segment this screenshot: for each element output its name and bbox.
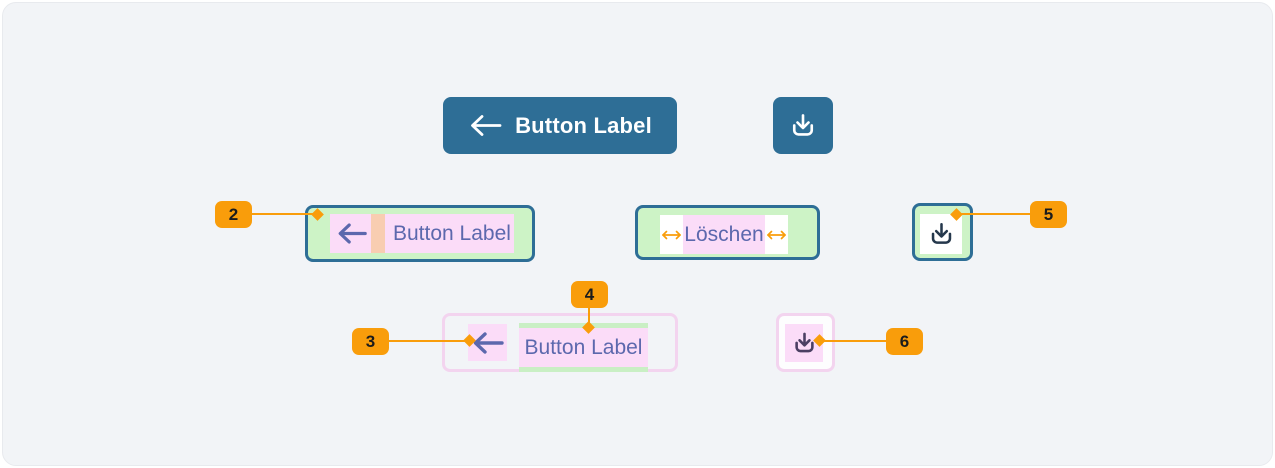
callout-line-3 [389, 340, 470, 342]
anatomy-icon-highlight [468, 324, 507, 361]
icon-button-example[interactable] [773, 97, 833, 154]
anatomy-min-padding-button: Löschen [635, 205, 820, 260]
horizontal-arrows-icon [767, 230, 786, 239]
horizontal-arrows-icon [662, 230, 681, 239]
right-padding-indicator [765, 215, 788, 254]
anatomy-content-area: Button Label [330, 214, 514, 253]
download-icon [931, 222, 951, 244]
primary-button-example[interactable]: Button Label [443, 97, 677, 154]
callout-line-6 [821, 340, 886, 342]
anatomy-min-padding-label: Löschen [684, 222, 764, 246]
arrow-left-icon [473, 331, 504, 354]
anatomy-label-area: Löschen [683, 215, 765, 254]
anatomy-label-detail-button: Button Label [442, 313, 678, 372]
arrow-left-icon [336, 221, 368, 246]
anatomy-icon-detail-button [776, 313, 835, 372]
detail-button-label: Button Label [524, 335, 643, 359]
anatomy-labeled-button: Button Label [305, 205, 535, 262]
callout-line-2 [252, 213, 318, 215]
arrow-left-icon [468, 113, 502, 138]
callout-badge-3: 3 [352, 328, 389, 355]
callout-line-5 [956, 213, 1031, 215]
anatomy-label-highlight: Button Label [519, 323, 648, 372]
primary-button-label: Button Label [515, 112, 652, 138]
left-padding-indicator [660, 215, 683, 254]
callout-badge-4: 4 [571, 281, 608, 308]
callout-badge-2: 2 [215, 201, 252, 228]
anatomy-icon-area [920, 214, 962, 254]
anatomy-button-label: Button Label [393, 221, 511, 245]
anatomy-icon-only-button [912, 203, 973, 261]
callout-line-4 [588, 307, 590, 329]
icon-label-gap-indicator [371, 214, 385, 253]
download-icon [788, 111, 818, 141]
callout-badge-6: 6 [886, 328, 923, 355]
download-icon [794, 332, 814, 352]
callout-badge-5: 5 [1030, 201, 1067, 228]
